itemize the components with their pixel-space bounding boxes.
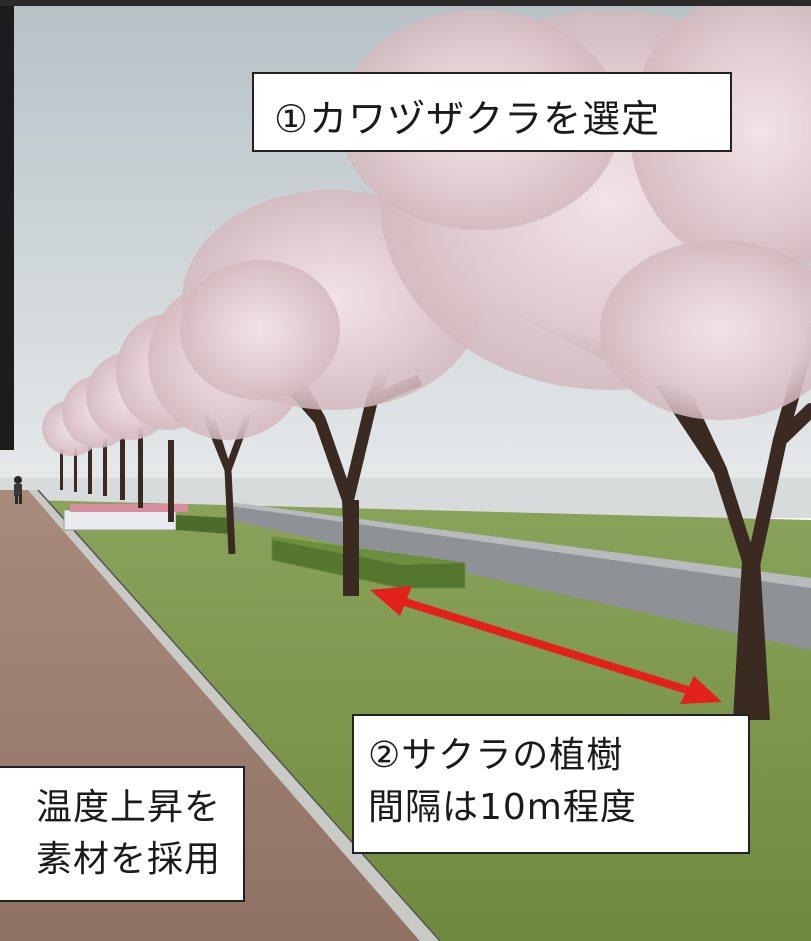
frame-edge-top [0, 0, 811, 6]
callout-spacing-line1: ②サクラの植樹 [368, 735, 624, 776]
retaining-wall-top [230, 502, 811, 588]
callout-spacing: ②サクラの植樹 間隔は10m程度 [352, 714, 750, 854]
frame-edge [0, 0, 14, 450]
callout-species: ①カワヅザクラを選定 [252, 72, 732, 152]
callout-species-text: ①カワヅザクラを選定 [274, 97, 661, 141]
callout-pavement-line1: 温度上昇を [35, 787, 221, 828]
pedestrian-figure [14, 476, 22, 504]
spacing-arrow [370, 586, 722, 704]
callout-pavement: 温度上昇を 素材を採用 [0, 766, 245, 902]
planter-flowers [70, 504, 188, 512]
curb-edge [37, 489, 441, 941]
callout-pavement-line2: 素材を採用 [35, 839, 221, 880]
retaining-wall [230, 505, 811, 650]
planter-flowerbed [63, 509, 177, 531]
hedge-box-1 [176, 515, 230, 534]
callout-spacing-line2: 間隔は10m程度 [368, 787, 637, 828]
path-curb [28, 490, 440, 941]
hedge-box-2-top [272, 537, 465, 565]
